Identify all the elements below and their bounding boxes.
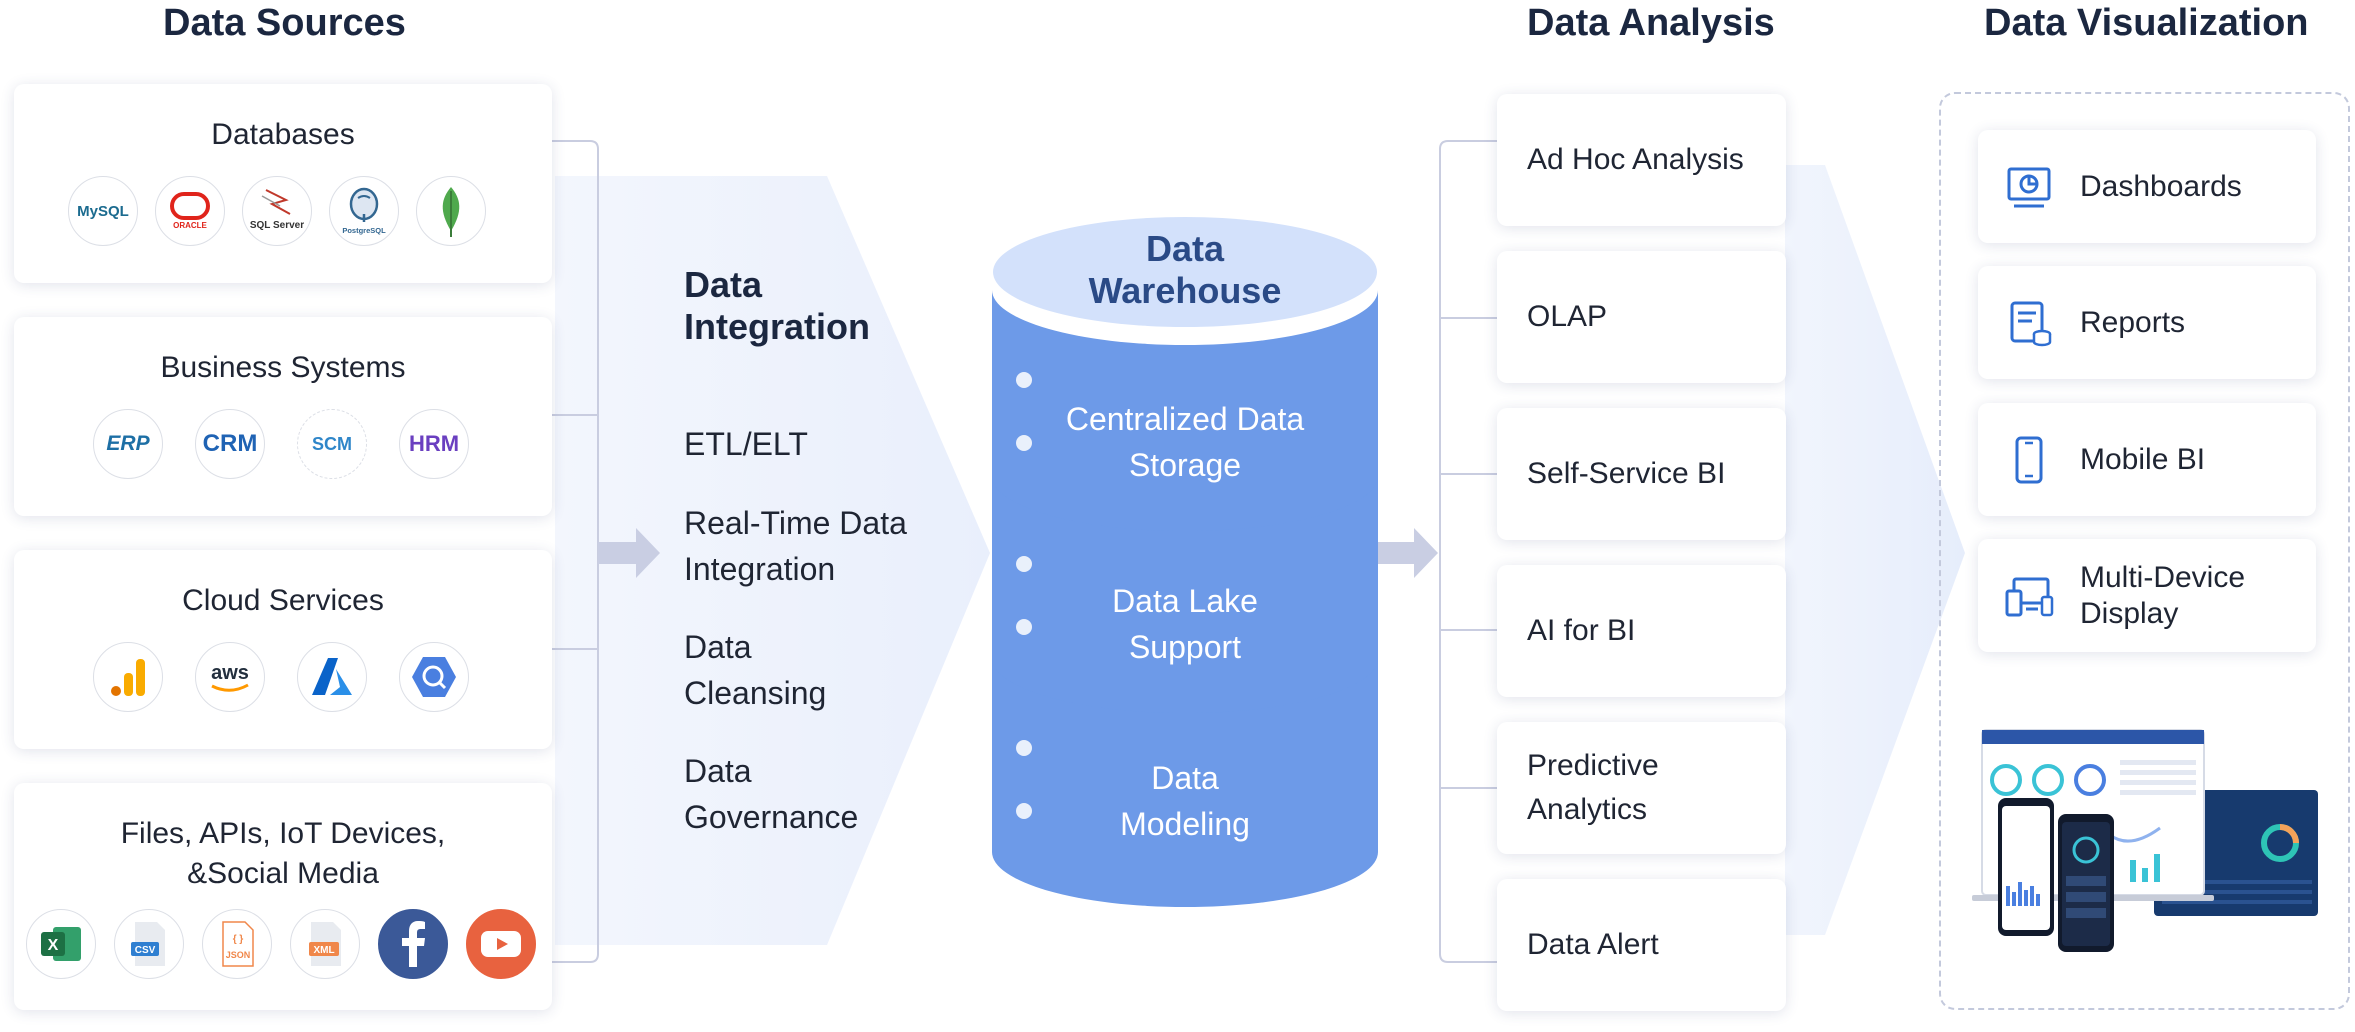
svg-text:CSV: CSV	[135, 945, 156, 956]
svg-text:ORACLE: ORACLE	[173, 221, 207, 230]
sql-server-logo: SQL Server	[242, 176, 312, 246]
analysis-card-alert: Data Alert	[1497, 879, 1786, 1011]
json-file-icon: { } JSON	[202, 909, 272, 979]
excel-icon: X	[26, 909, 96, 979]
vis-card-reports: Reports	[1978, 266, 2316, 379]
warehouse-title-line2: Warehouse	[1088, 270, 1282, 311]
column-title-sources: Data Sources	[163, 2, 406, 44]
integration-item-cleansing: Data Cleansing	[684, 629, 827, 711]
svg-text:SQL Server: SQL Server	[250, 220, 304, 231]
vis-card-mobile: Mobile BI	[1978, 403, 2316, 516]
azure-icon	[297, 642, 367, 712]
svg-text:XML: XML	[313, 945, 334, 956]
mysql-logo: MySQL	[68, 176, 138, 246]
files-apis-title-line2: &Social Media	[187, 857, 379, 890]
oracle-logo: ORACLE	[155, 176, 225, 246]
analytics-bars-icon	[93, 642, 163, 712]
svg-text:aws: aws	[211, 662, 249, 684]
svg-text:{ }: { }	[233, 934, 244, 945]
analysis-card-olap: OLAP	[1497, 251, 1786, 383]
analysis-card-self-service: Self-Service BI	[1497, 408, 1786, 540]
report-icon	[2004, 298, 2054, 348]
files-apis-title-line1: Files, APIs, IoT Devices,	[120, 817, 446, 850]
vis-card-dashboards: Dashboards	[1978, 130, 2316, 243]
arrow-right-icon	[1375, 528, 1438, 578]
warehouse-layer-storage: Centralized Data Storage	[1065, 401, 1305, 483]
integration-item-etl: ETL/ELT	[684, 426, 808, 462]
erp-logo: ERP	[93, 409, 163, 479]
arrow-right-icon	[598, 528, 660, 578]
svg-text:PostgreSQL: PostgreSQL	[342, 226, 386, 235]
visualization-panel	[1939, 92, 2350, 1010]
files-apis-card: Files, APIs, IoT Devices, &Social Media …	[14, 783, 552, 1010]
databases-card: Databases MySQL ORACLE SQL Server Postgr…	[14, 84, 552, 283]
analysis-card-ai-bi: AI for BI	[1497, 565, 1786, 697]
multi-device-icon	[2004, 571, 2054, 621]
xml-file-icon: XML	[290, 909, 360, 979]
warehouse-layer-data-lake: Data Lake Support	[1112, 583, 1258, 665]
cloud-services-title: Cloud Services	[182, 584, 384, 617]
scm-logo: SCM	[297, 409, 367, 479]
hrm-logo: HRM	[399, 409, 469, 479]
bigquery-icon	[399, 642, 469, 712]
youtube-icon	[466, 909, 536, 979]
postgresql-logo: PostgreSQL	[329, 176, 399, 246]
dashboard-preview-image	[1972, 729, 2318, 952]
integration-title-line1: Data	[684, 264, 763, 305]
warehouse-layer-modeling: Data Modeling	[1120, 760, 1250, 842]
crm-logo: CRM	[195, 409, 265, 479]
analysis-card-ad-hoc: Ad Hoc Analysis	[1497, 94, 1786, 226]
aws-logo: aws	[195, 642, 265, 712]
svg-text:X: X	[48, 937, 59, 954]
dashboard-icon	[2004, 162, 2054, 212]
data-warehouse-cylinder	[992, 217, 1378, 907]
mongodb-leaf-icon	[416, 176, 486, 246]
integration-item-governance: Data Governance	[684, 753, 859, 835]
integration-title-line2: Integration	[684, 306, 870, 347]
business-systems-card: Business Systems ERP CRM SCM HRM	[14, 317, 552, 516]
svg-text:JSON: JSON	[226, 950, 251, 960]
facebook-icon	[378, 909, 448, 979]
mobile-icon	[2004, 435, 2054, 485]
csv-file-icon: CSV	[114, 909, 184, 979]
integration-item-realtime: Real-Time Data Integration	[684, 505, 907, 587]
warehouse-title-line1: Data	[1145, 228, 1225, 269]
column-title-visualization: Data Visualization	[1984, 2, 2309, 44]
cloud-services-card: Cloud Services aws	[14, 550, 552, 749]
business-systems-title: Business Systems	[160, 351, 406, 384]
databases-title: Databases	[211, 118, 355, 151]
column-title-analysis: Data Analysis	[1527, 2, 1775, 44]
